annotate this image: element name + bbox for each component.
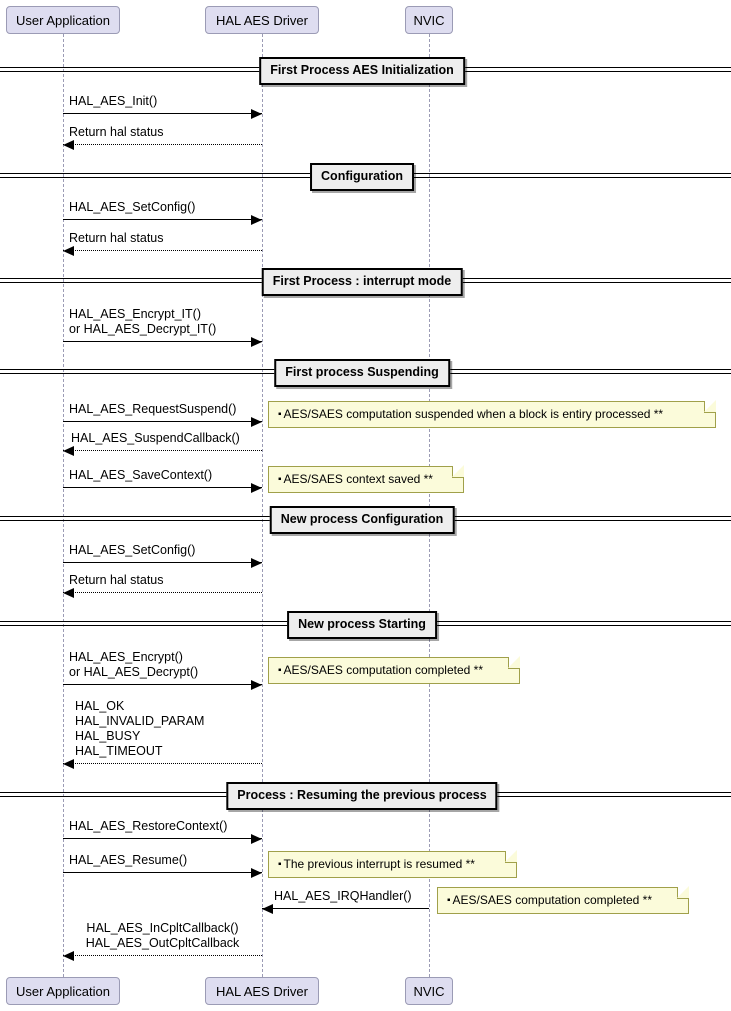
m5-arrowhead [251, 337, 262, 347]
participant-label: HAL AES Driver [216, 12, 308, 28]
m8-label: HAL_AES_SaveContext() [69, 468, 213, 482]
participant-user-bottom[interactable]: User Application [6, 977, 120, 1005]
m10-label: Return hal status [69, 573, 164, 587]
m8-arrowhead [251, 483, 262, 493]
participant-label: NVIC [413, 12, 445, 28]
participant-label: User Application [16, 983, 110, 999]
lifeline-nvic [429, 34, 430, 977]
note-text: ▪AES/SAES computation completed ** [278, 663, 483, 677]
m4-label: Return hal status [69, 231, 164, 245]
note-fold-icon [505, 850, 517, 863]
m16-label: HAL_AES_InCpltCallback() HAL_AES_OutCplt… [85, 921, 240, 950]
m16-line [63, 955, 262, 956]
m2-label: Return hal status [69, 125, 164, 139]
m3-label: HAL_AES_SetConfig() [69, 200, 196, 214]
participant-nvic-bottom[interactable]: NVIC [405, 977, 453, 1005]
divider-6-label: New process Starting [287, 611, 437, 639]
m4-line [63, 250, 262, 251]
m11-label: HAL_AES_Encrypt() or HAL_AES_Decrypt() [69, 650, 199, 679]
m3-line [63, 219, 262, 220]
note-fold-icon [677, 886, 689, 899]
m15-label: HAL_AES_IRQHandler() [274, 889, 412, 903]
m9-label: HAL_AES_SetConfig() [69, 543, 196, 557]
m1-label: HAL_AES_Init() [69, 94, 158, 108]
m8-line [63, 487, 262, 488]
note-fold-icon [704, 400, 716, 413]
m12-label: HAL_OK HAL_INVALID_PARAM HAL_BUSY HAL_TI… [75, 699, 205, 758]
m6-arrowhead [251, 417, 262, 427]
m13-label: HAL_AES_RestoreContext() [69, 819, 228, 833]
m5-line [63, 341, 262, 342]
lifeline-user [63, 34, 64, 977]
note-2: ▪AES/SAES context saved ** [268, 465, 464, 493]
note-bullet-icon: ▪ [278, 474, 282, 485]
m12-arrowhead [63, 759, 74, 769]
m5-label: HAL_AES_Encrypt_IT() or HAL_AES_Decrypt_… [69, 307, 217, 336]
note-fold-icon [452, 465, 464, 478]
note-bullet-icon: ▪ [278, 665, 282, 676]
m11-arrowhead [251, 680, 262, 690]
note-text: ▪AES/SAES computation completed ** [447, 893, 652, 907]
note-bullet-icon: ▪ [447, 895, 451, 906]
m14-line [63, 872, 262, 873]
m9-line [63, 562, 262, 563]
m2-arrowhead [63, 140, 74, 150]
divider-7-label: Process : Resuming the previous process [226, 782, 498, 810]
note-text: ▪AES/SAES context saved ** [278, 472, 433, 486]
m10-arrowhead [63, 588, 74, 598]
participant-label: NVIC [413, 983, 445, 999]
participant-user-top[interactable]: User Application [6, 6, 120, 34]
divider-3-label: First Process : interrupt mode [261, 268, 463, 296]
note-bullet-icon: ▪ [278, 409, 282, 420]
m7-arrowhead [63, 446, 74, 456]
note-text: ▪AES/SAES computation suspended when a b… [278, 407, 664, 421]
m3-arrowhead [251, 215, 262, 225]
divider-4-label: First process Suspending [274, 359, 450, 387]
m10-line [63, 592, 262, 593]
m1-line [63, 113, 262, 114]
m14-arrowhead [251, 868, 262, 878]
note-fold-icon [508, 656, 520, 669]
divider-2-label: Configuration [310, 163, 414, 191]
divider-5-label: New process Configuration [269, 506, 455, 534]
note-4: ▪The previous interrupt is resumed ** [268, 850, 517, 878]
m4-arrowhead [63, 246, 74, 256]
note-3: ▪AES/SAES computation completed ** [268, 656, 520, 684]
m14-label: HAL_AES_Resume() [69, 853, 188, 867]
m12-line [63, 763, 262, 764]
note-1: ▪AES/SAES computation suspended when a b… [268, 400, 716, 428]
m16-arrowhead [63, 951, 74, 961]
m11-line [63, 684, 262, 685]
m13-line [63, 838, 262, 839]
divider-1-label: First Process AES Initialization [259, 57, 465, 85]
m1-arrowhead [251, 109, 262, 119]
m9-arrowhead [251, 558, 262, 568]
note-5: ▪AES/SAES computation completed ** [437, 886, 689, 914]
m6-line [63, 421, 262, 422]
note-bullet-icon: ▪ [278, 859, 282, 870]
m15-arrowhead [262, 904, 273, 914]
lifeline-driver [262, 34, 263, 977]
participant-driver-top[interactable]: HAL AES Driver [205, 6, 319, 34]
m13-arrowhead [251, 834, 262, 844]
participant-nvic-top[interactable]: NVIC [405, 6, 453, 34]
participant-driver-bottom[interactable]: HAL AES Driver [205, 977, 319, 1005]
m2-line [63, 144, 262, 145]
m7-label: HAL_AES_SuspendCallback() [71, 431, 240, 445]
participant-label: HAL AES Driver [216, 983, 308, 999]
m7-line [63, 450, 262, 451]
participant-label: User Application [16, 12, 110, 28]
note-text: ▪The previous interrupt is resumed ** [278, 857, 475, 871]
m6-label: HAL_AES_RequestSuspend() [69, 402, 237, 416]
m15-line [262, 908, 429, 909]
